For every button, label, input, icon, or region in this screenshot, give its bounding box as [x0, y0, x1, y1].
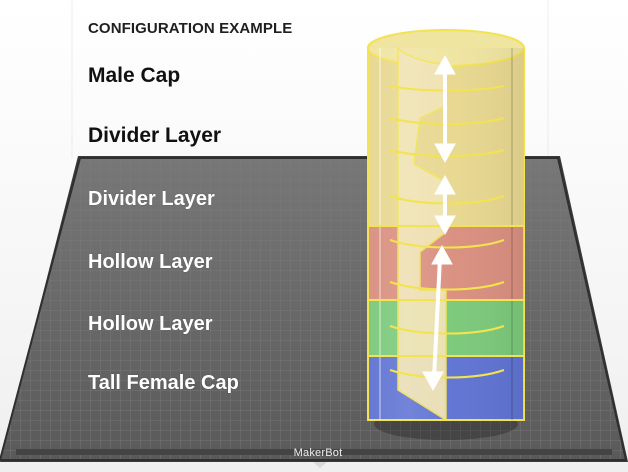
layer-label-divider-top: Divider Layer	[88, 124, 222, 147]
background-guides	[71, 0, 549, 158]
configuration-title: CONFIGURATION EXAMPLE	[88, 20, 293, 37]
makerbot-brand: MakerBot	[293, 447, 343, 459]
stacked-container-model	[367, 29, 525, 422]
layer-label-hollow-top: Hollow Layer	[88, 251, 213, 273]
layer-label-tall-female-cap: Tall Female Cap	[88, 372, 239, 394]
size-arrows	[422, 54, 456, 392]
layer-label-male-cap: Male Cap	[88, 64, 181, 87]
layer-label-hollow-lower: Hollow Layer	[88, 313, 213, 335]
layer-label-divider-lower: Divider Layer	[88, 188, 215, 210]
